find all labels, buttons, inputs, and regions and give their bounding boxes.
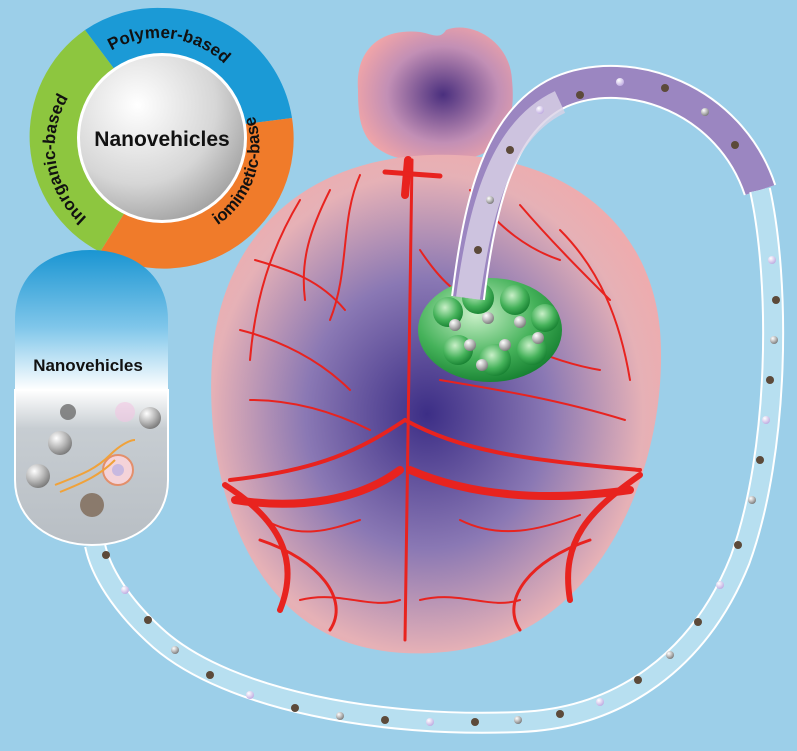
- tumor: [418, 278, 562, 382]
- catheter: [84, 64, 785, 734]
- ring-center-label: Nanovehicles: [94, 128, 229, 151]
- capsule-particles: [26, 402, 161, 517]
- cerebellum: [357, 27, 513, 162]
- ring-segment-polymer: [162, 7, 292, 124]
- ring-center-sphere: [80, 56, 244, 220]
- capsule-top: [15, 250, 168, 390]
- particles-in-tube: [102, 78, 780, 726]
- capsule: Nanovehicles: [14, 250, 169, 547]
- nanovehicle-ring: Nanovehicles Polymer-based Biomimetic-ba…: [0, 0, 294, 269]
- brain: [211, 154, 662, 654]
- ring-segment-polymer-tail: [85, 7, 162, 70]
- capsule-bottom: [14, 389, 169, 547]
- ring-segment-biomimetic: [100, 118, 294, 269]
- capsule-label: Nanovehicles: [33, 356, 143, 375]
